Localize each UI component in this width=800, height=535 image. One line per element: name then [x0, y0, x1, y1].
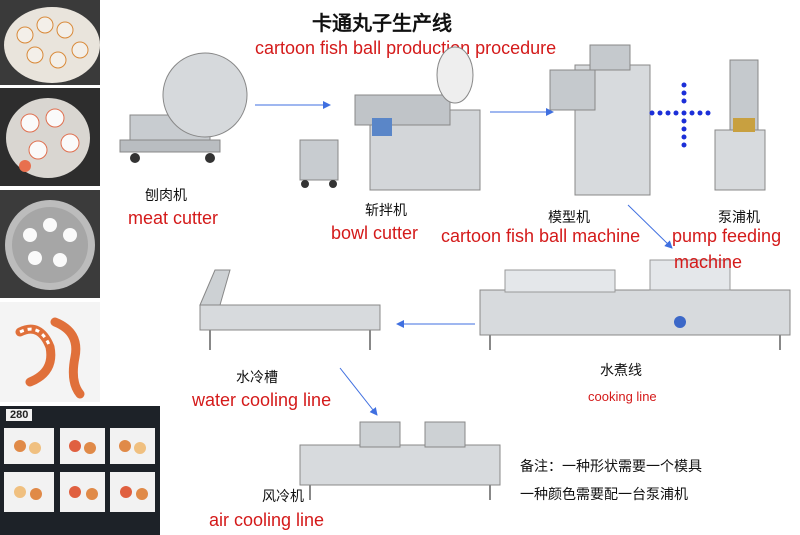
- bowl-cutter-en: bowl cutter: [331, 223, 419, 243]
- water-cooling-en: water cooling line: [192, 390, 332, 410]
- price-tag: 280: [6, 409, 33, 421]
- pump-feeding-zh: 泵浦机: [718, 210, 760, 226]
- page-title: 卡通丸子生产线: [312, 11, 452, 35]
- air-cooling-machine: [299, 421, 501, 500]
- packaged-products-illustration: [4, 428, 155, 512]
- arrow-mold-to-cooking: [627, 204, 673, 249]
- meat-cutter-machine: [119, 52, 248, 163]
- page-subtitle: cartoon fish ball production procedure: [255, 38, 557, 58]
- mold-machine-zh: 模型机: [548, 210, 590, 226]
- bowl-cutter-machine: [299, 46, 481, 191]
- note-line-2: 一种颜色需要配一台泵浦机: [520, 487, 688, 503]
- pump-feeding-machine: [714, 59, 766, 191]
- arrow-water-to-air: [339, 367, 378, 416]
- dotted-connector: [649, 82, 711, 148]
- plate-illustration: [4, 7, 100, 83]
- air-cooling-zh: 风冷机: [262, 489, 304, 505]
- pump-feeding-en: pump feeding: [672, 226, 782, 246]
- rabbit-balls-illustration: [6, 98, 90, 178]
- air-cooling-en: air cooling line: [209, 510, 325, 530]
- product-photo-1: [0, 0, 100, 85]
- meat-cutter-zh: 刨肉机: [145, 188, 187, 204]
- product-photo-3: [0, 190, 100, 298]
- pump-feeding-en-2: machine: [674, 252, 743, 272]
- product-photo-4: [0, 302, 100, 402]
- cooking-line-machine: [479, 259, 791, 350]
- mold-machine-en: cartoon fish ball machine: [441, 226, 641, 246]
- mold-machine: [549, 44, 651, 196]
- cooking-line-en: cooking line: [588, 389, 657, 404]
- tray-illustration: [5, 200, 95, 290]
- shrimp-balls-illustration: [15, 317, 85, 399]
- water-cooling-machine: [199, 269, 381, 350]
- meat-cutter-en: meat cutter: [128, 208, 219, 228]
- note-line-1: 备注：一种形状需要一个模具: [520, 459, 702, 475]
- cooking-line-zh: 水煮线: [600, 363, 642, 379]
- bowl-cutter-zh: 斩拌机: [365, 203, 407, 219]
- product-photo-5: 280: [0, 406, 160, 535]
- water-cooling-zh: 水冷槽: [236, 370, 278, 386]
- product-photo-2: [0, 88, 100, 186]
